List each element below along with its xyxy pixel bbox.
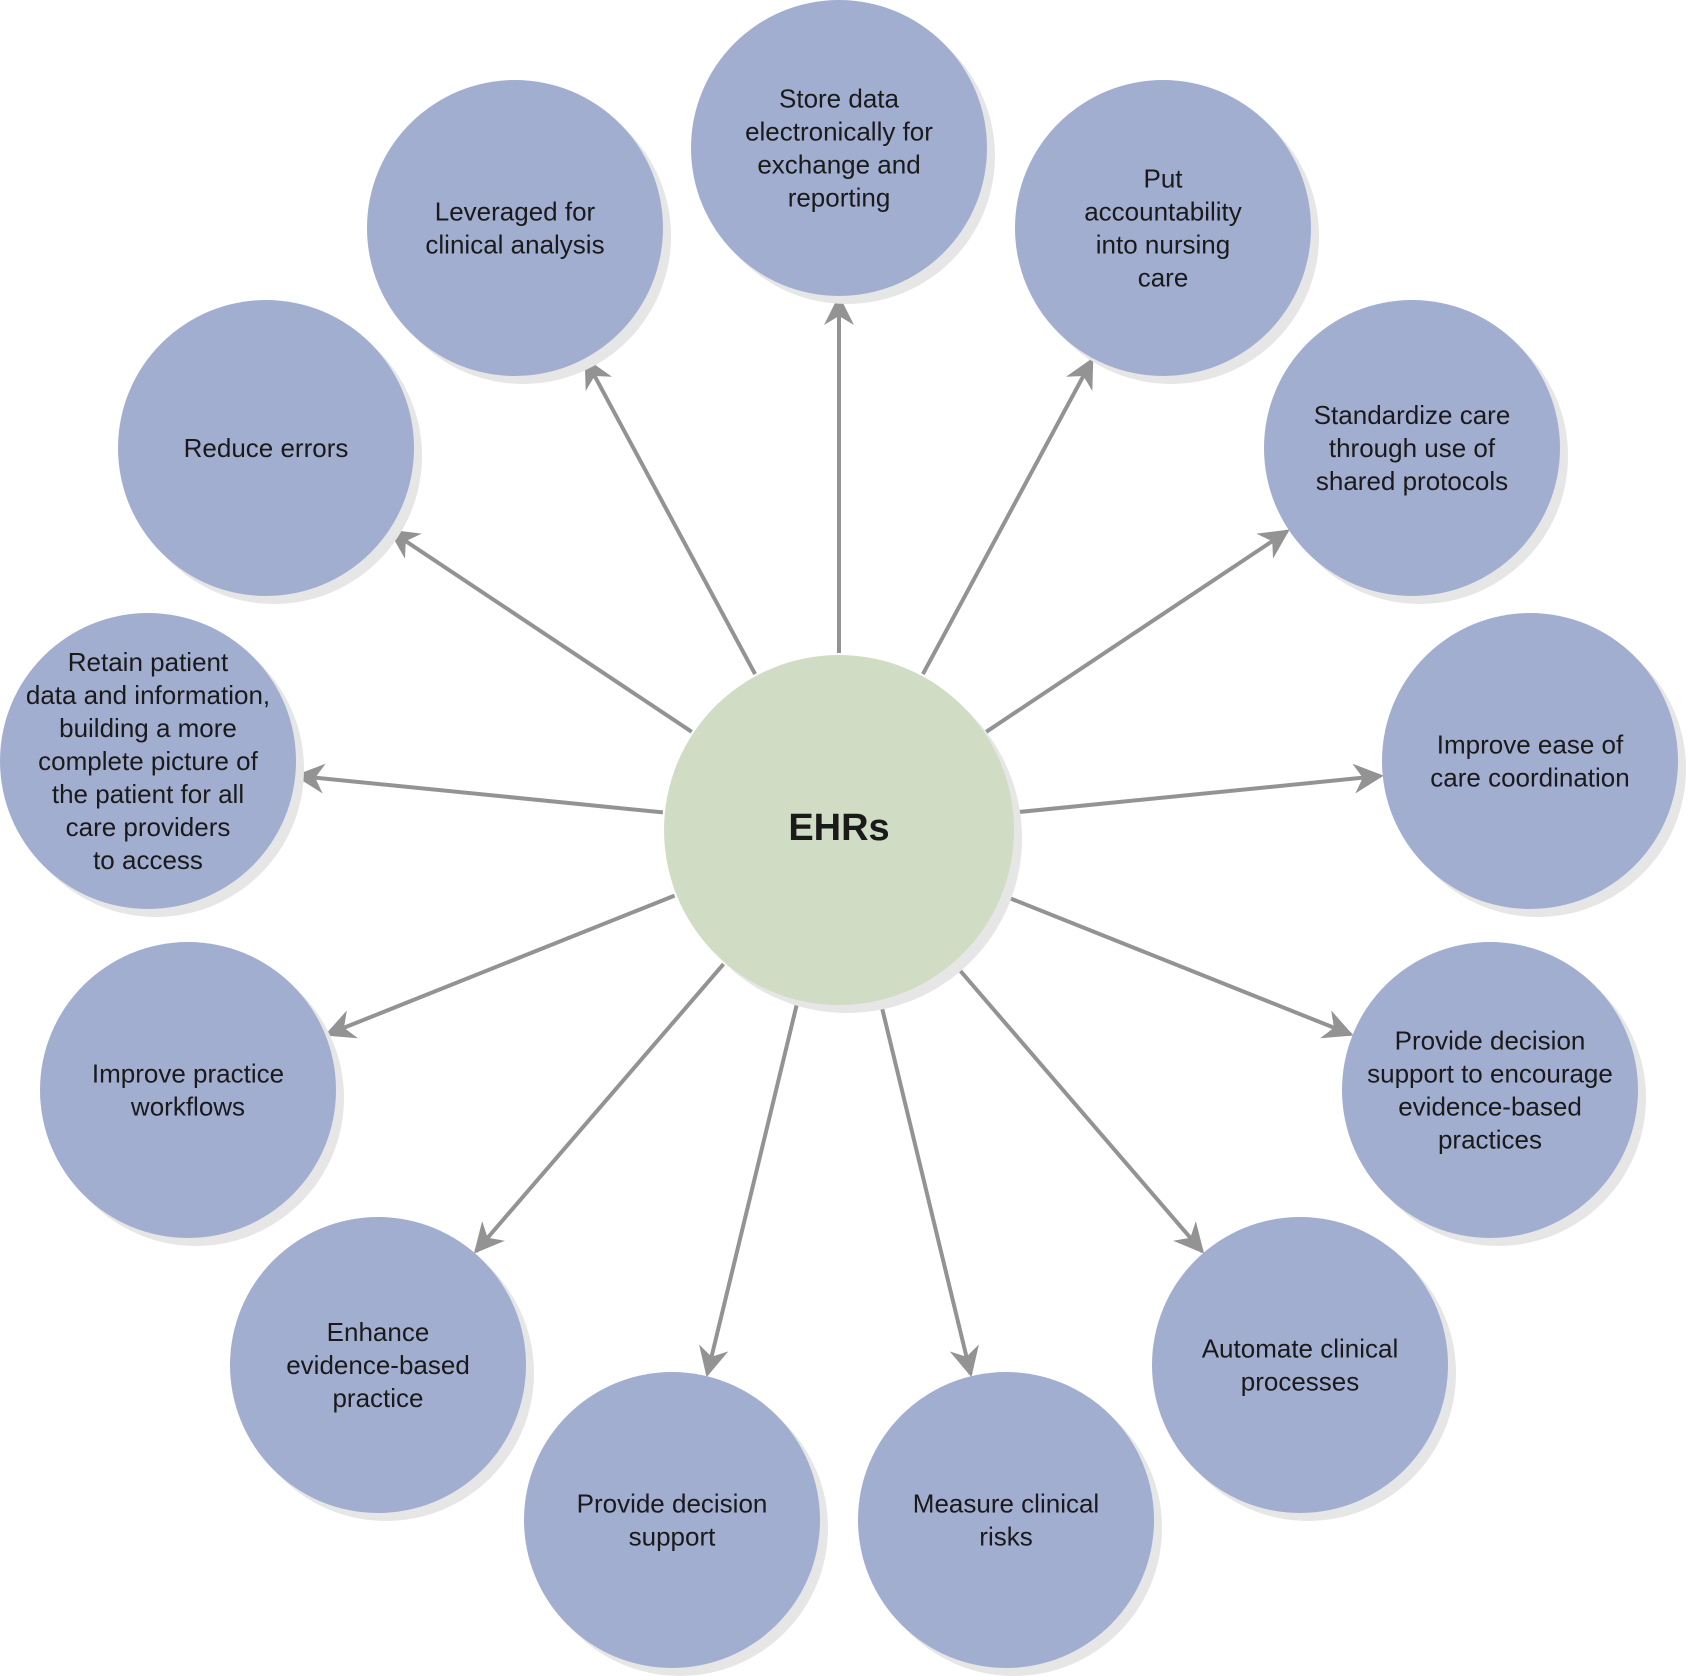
node-label-line: Put [1143,164,1183,194]
node-label-line: Improve ease of [1437,730,1624,760]
arrows [294,295,1384,1378]
node-circle [858,1372,1154,1668]
node-label-line: clinical analysis [425,230,604,260]
node-label-line: Store data [779,84,900,114]
node-circle [1152,1217,1448,1513]
node-label-line: exchange and [757,150,920,180]
arrow-to-retain-patient-data [294,763,664,815]
node-label-line: practice [332,1383,423,1413]
node-label-line: complete picture of [38,746,258,776]
node-label-line: Provide decision [577,1489,768,1519]
node-circle [230,1217,526,1513]
arrow-to-provide-decision-support-to-encourage [1002,893,1354,1039]
arrow-to-improve-practice-workflows [324,893,676,1039]
node-label-line: support to encourage [1367,1059,1613,1089]
node-label-line: the patient for all [52,779,244,809]
node-label-line: processes [1241,1367,1360,1397]
node-label-line: Measure clinical [913,1489,1099,1519]
arrow-to-measure-clinical-risks [878,1001,979,1378]
arrow-to-reduce-errors [388,529,693,734]
arrow-to-leveraged-for-clinical-analysis [584,357,757,676]
arrow-to-standardize-care [985,529,1290,734]
node-label-line: risks [979,1522,1032,1552]
node-circle [691,0,987,296]
node-label-line: Automate clinical [1202,1334,1399,1364]
node-circle [367,80,663,376]
node-label-line: Improve practice [92,1059,284,1089]
node-label-line: into nursing [1096,230,1230,260]
node-label-line: data and information, [26,680,270,710]
node-label-line: electronically for [745,117,933,147]
node-circle [1382,613,1678,909]
node-label-line: Standardize care [1314,400,1511,430]
node-label-line: Retain patient [68,647,229,677]
node-label: Reduce errors [184,433,349,463]
arrow-to-put-accountability [921,357,1094,676]
node-label-line: shared protocols [1316,466,1508,496]
node-label-line: evidence-based [1398,1092,1582,1122]
arrow-to-improve-ease-of-care-coordination [1014,763,1384,815]
arrow-to-automate-clinical-processes [952,962,1205,1254]
node-label-line: care providers [66,812,231,842]
center-node: EHRs [664,655,1022,1013]
node-circle [1342,942,1638,1238]
node-label-line: accountability [1084,197,1242,227]
node-label-line: workflows [130,1092,245,1122]
node-reduce-errors: Reduce errors [118,300,422,604]
center-node-label: EHRs [788,807,889,849]
node-label-line: care [1138,263,1189,293]
node-circle [524,1372,820,1668]
node-circle [0,613,296,909]
node-label-line: Provide decision [1395,1026,1586,1056]
node-circle [118,300,414,596]
arrow-to-enhance-evidence-based-practice [473,962,726,1254]
node-label-line: through use of [1329,433,1496,463]
node-circle [1015,80,1311,376]
node-label-line: support [629,1522,716,1552]
node-label-line: practices [1438,1125,1542,1155]
node-circle [40,942,336,1238]
node-label-line: evidence-based [286,1350,470,1380]
center-node-circle [664,655,1014,1005]
node-label-line: Enhance [327,1317,430,1347]
node-label-line: care coordination [1430,763,1629,793]
node-label-line: Leveraged for [435,197,596,227]
node-label-line: reporting [788,183,891,213]
node-label-line: Reduce errors [184,433,349,463]
node-label-line: to access [93,845,203,875]
node-label-line: building a more [59,713,237,743]
node-circle [1264,300,1560,596]
arrow-to-provide-decision-support [699,1001,800,1378]
